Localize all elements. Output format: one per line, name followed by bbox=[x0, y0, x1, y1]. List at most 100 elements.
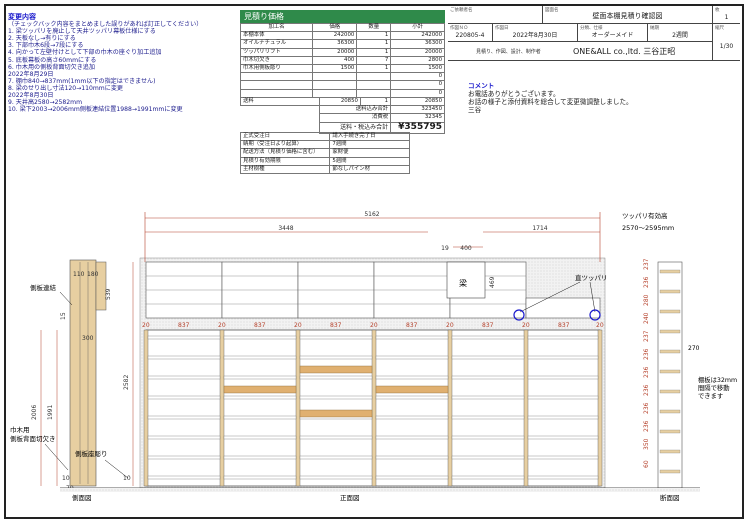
terms-cell: 請入手続き完了日 bbox=[329, 131, 410, 142]
dim-side-connect: 1991 bbox=[47, 405, 54, 420]
date-label: 作図日 bbox=[495, 26, 509, 31]
estimate-cell: 7 bbox=[356, 55, 392, 65]
estimate-cell: 0 bbox=[390, 72, 445, 82]
leader-side-groove bbox=[104, 459, 129, 479]
dim-side-300: 300 bbox=[82, 335, 94, 342]
no-label: 作図ＮＯ bbox=[450, 26, 468, 31]
terms-cell: 見積り有効期限 bbox=[239, 156, 331, 166]
section-dim-label: 236 bbox=[643, 384, 650, 396]
period-value: 2週間 bbox=[672, 32, 688, 39]
dim-beam-width: 400 bbox=[460, 245, 472, 252]
estimate-row: 0 bbox=[239, 72, 445, 82]
shelf-board bbox=[375, 455, 449, 460]
section-shelf bbox=[659, 329, 681, 334]
estimate-column-header: 価格 bbox=[312, 22, 358, 33]
section-body bbox=[657, 261, 683, 489]
shelf-board bbox=[451, 475, 525, 480]
notes-item: 9. 天井高2580→2582mm bbox=[8, 99, 83, 107]
comment-line-3: 三谷 bbox=[468, 106, 482, 114]
scale-value: 1/30 bbox=[719, 43, 734, 50]
section-shelf bbox=[659, 289, 681, 294]
shelf-board bbox=[375, 355, 449, 360]
sheet-value: 1 bbox=[724, 14, 729, 21]
view-label-front: 正面図 bbox=[340, 494, 360, 502]
shipping-cell: 20850 bbox=[390, 96, 445, 107]
estimate-cell: 1500 bbox=[312, 63, 358, 74]
change-notes: 変更内容 （チェックバック内容をまとめました誤りがあれば訂正してください） 1.… bbox=[8, 13, 238, 113]
vertical-post bbox=[597, 329, 603, 487]
shipping-cell: 送料 bbox=[239, 96, 321, 107]
section-shelf bbox=[659, 469, 681, 474]
no-cell: 作図ＮＯ 220805-4 bbox=[448, 24, 493, 42]
terms-cell: 納期（受注日より起算） bbox=[239, 140, 331, 150]
estimate-row: 0 bbox=[239, 80, 445, 90]
terms-cell: 正式受注日 bbox=[239, 131, 331, 142]
section-dim-label: 237 bbox=[643, 330, 650, 342]
dim-height: 2582 bbox=[123, 375, 130, 390]
shelf-board bbox=[527, 455, 599, 460]
section-shelf bbox=[659, 309, 681, 314]
dim-post-label: 20 bbox=[142, 322, 150, 329]
period-cell: 納期 2週間 bbox=[648, 24, 713, 42]
shelf-board bbox=[451, 435, 525, 440]
shelf-board bbox=[147, 415, 221, 420]
vertical-post bbox=[295, 329, 301, 487]
shelf-board bbox=[375, 475, 449, 480]
side-grain bbox=[79, 262, 89, 484]
estimate-cell: 巾木用側板彫り bbox=[239, 63, 314, 74]
drawing-name: 壁面本棚見積り確認図 bbox=[592, 12, 663, 20]
shelf-board bbox=[147, 355, 221, 360]
notes-item: 3. 下部巾木6段→7段にする bbox=[8, 42, 84, 50]
shelf-board bbox=[299, 355, 373, 360]
estimate-cell: 0 bbox=[390, 80, 445, 90]
dim-shelf-label: 837 bbox=[254, 322, 266, 329]
section-dim-label: 236 bbox=[643, 420, 650, 432]
terms-cell: 主材樹種 bbox=[239, 164, 331, 174]
estimate-cell: オイルナチュラル bbox=[239, 39, 314, 49]
scale-label: 縮尺 bbox=[715, 26, 724, 31]
shelf-board bbox=[527, 395, 599, 400]
dim-side-15: 15 bbox=[60, 312, 67, 320]
dim-side-10b: 10 bbox=[123, 475, 131, 482]
section-dim-label: 236 bbox=[643, 276, 650, 288]
strut-leaders bbox=[519, 281, 596, 313]
subtotal-label: 送料込み合計 bbox=[319, 105, 392, 115]
shelf-board bbox=[451, 355, 525, 360]
shelf-board bbox=[223, 395, 297, 400]
section-dim-label: 280 bbox=[643, 294, 650, 306]
vertical-post bbox=[447, 329, 453, 487]
tax-label: 消費税 bbox=[319, 113, 392, 123]
estimate-cell: 2800 bbox=[390, 55, 445, 65]
shelf-board bbox=[299, 455, 373, 460]
section-dim-label: 350 bbox=[643, 438, 650, 450]
shelf-board bbox=[299, 335, 373, 340]
estimate-cell: 400 bbox=[312, 55, 358, 65]
dim-side-10a: 10 bbox=[62, 475, 70, 482]
dim-post-label: 20 bbox=[294, 322, 302, 329]
shelf-board bbox=[147, 335, 221, 340]
upper-cabinets bbox=[145, 261, 601, 319]
notes-item: 5. 底板幕板の高さ60mmにする bbox=[8, 56, 97, 64]
shelf-board bbox=[147, 375, 221, 380]
terms-row: 主材樹種節なしパイン材 bbox=[239, 164, 410, 174]
estimate-column-header: 小計 bbox=[390, 22, 445, 33]
floor-hatch bbox=[60, 488, 700, 492]
drawing-label: 図面名 bbox=[545, 8, 559, 13]
customer-cell: ご依頼者名 bbox=[448, 6, 543, 24]
view-label-section: 断面図 bbox=[660, 493, 680, 502]
shelf-board bbox=[147, 395, 221, 400]
dim-left-width: 3448 bbox=[278, 225, 293, 232]
drawing-name-cell: 図面名 壁面本棚見積り確認図 bbox=[543, 6, 713, 24]
beam bbox=[446, 261, 486, 299]
section-shelf bbox=[659, 349, 681, 354]
period-label: 納期 bbox=[650, 26, 659, 31]
estimate-column-header: 数量 bbox=[356, 22, 392, 33]
notes-item: 2022年8月29日 bbox=[8, 70, 54, 78]
